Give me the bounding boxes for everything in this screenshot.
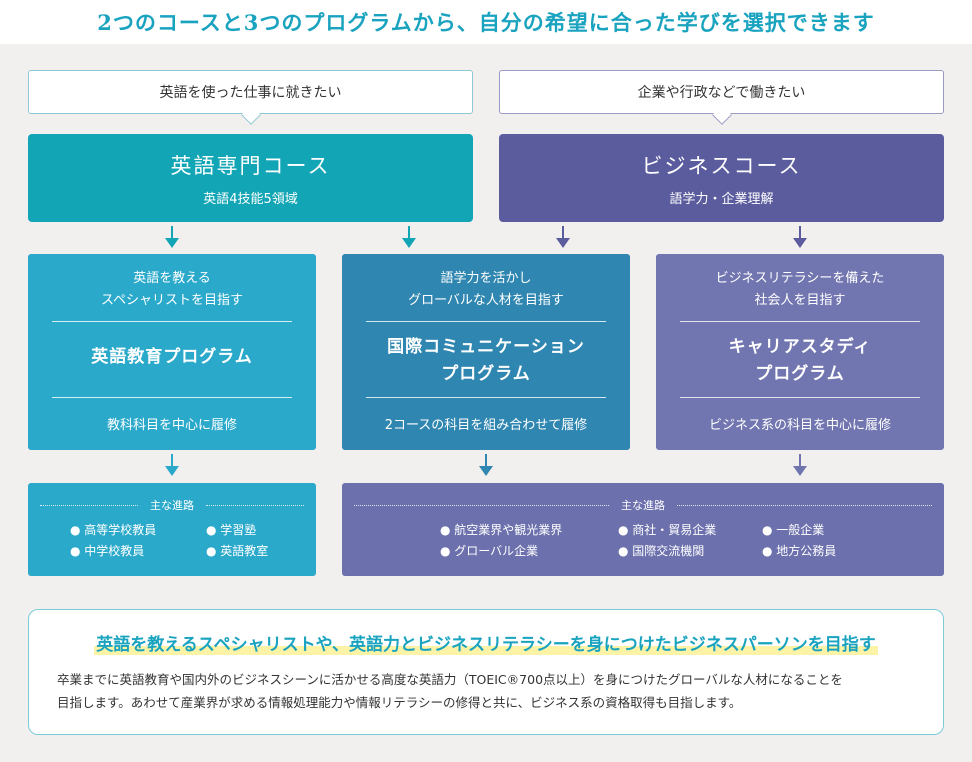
program-goal-line: 語学力を活かし: [440, 271, 532, 286]
program-description: ビジネス系の科目を中心に履修: [708, 418, 891, 433]
program-name-line: プログラム: [441, 364, 531, 384]
goal-bubble-english: 英語を使った仕事に就きたい: [28, 70, 473, 125]
summary-headline: 英語を教えるスペシャリストや、英語力とビジネスリテラシーを身につけたビジネスパー…: [29, 630, 943, 655]
goal-bubble-english-text: 英語を使った仕事に就きたい: [159, 85, 342, 101]
career-item: ● グローバル企業: [440, 544, 539, 558]
dotted-rule: [354, 504, 609, 506]
course-english-name: 英語専門コース: [170, 153, 331, 178]
divider: [680, 321, 920, 322]
program-goal-line: スペシャリストを目指す: [100, 293, 244, 308]
program-goal-line: グローバルな人材を目指す: [408, 293, 564, 308]
course-english: 英語専門コース 英語4技能5領域: [28, 134, 473, 222]
program-name-line: 国際コミュニケーション: [387, 337, 585, 357]
program-goal-line: 社会人を目指す: [754, 293, 846, 308]
program-description: 教科科目を中心に履修: [106, 418, 237, 433]
program-name: キャリアスタディ プログラム: [656, 334, 944, 388]
career-item: ● 一般企業: [762, 523, 825, 537]
program-goal-line: ビジネスリテラシーを備えた: [715, 271, 885, 286]
summary-headline-text: 英語を教えるスペシャリストや、英語力とビジネスリテラシーを身につけたビジネスパー…: [94, 635, 878, 655]
career-item: ● 地方公務員: [762, 544, 837, 558]
diagram-panel: 英語を使った仕事に就きたい 企業や行政などで働きたい 英語専門コース 英語4技能…: [0, 44, 972, 762]
course-business-name: ビジネスコース: [641, 153, 802, 178]
page-title: 2つのコースと3つのプログラムから、自分の希望に合った学びを選択できます: [97, 10, 875, 35]
arrow-down-icon: [165, 454, 179, 478]
career-heading-text: 主な進路: [621, 499, 665, 512]
summary-body-line: 卒業までに英語教育や国内外のビジネスシーンに活かせる高度な英語力（TOEIC®7…: [57, 672, 843, 687]
divider: [52, 321, 292, 322]
program-name-line: キャリアスタディ: [728, 337, 872, 357]
program-goal: 語学力を活かし グローバルな人材を目指す: [342, 268, 630, 312]
program-name-line: プログラム: [755, 364, 845, 384]
arrow-down-icon: [165, 226, 179, 250]
course-english-sub: 英語4技能5領域: [203, 191, 298, 207]
goal-bubble-business: 企業や行政などで働きたい: [499, 70, 944, 125]
career-item: ● 高等学校教員: [70, 523, 157, 537]
summary-body-line: 目指します。あわせて産業界が求める情報処理能力や情報リテラシーの修得と共に、ビジ…: [57, 695, 742, 710]
arrow-down-icon: [479, 454, 493, 478]
program-goal-line: 英語を教える: [133, 271, 211, 286]
summary-box: 英語を教えるスペシャリストや、英語力とビジネスリテラシーを身につけたビジネスパー…: [28, 609, 944, 735]
career-item: ● 航空業界や観光業界: [440, 523, 563, 537]
arrow-down-icon: [793, 454, 807, 478]
bubble-tail: [240, 105, 261, 125]
bubble-tail: [711, 105, 732, 125]
divider: [366, 397, 606, 398]
arrow-down-icon: [793, 226, 807, 250]
program-name: 英語教育プログラム: [91, 347, 253, 367]
career-item: ● 商社・貿易企業: [618, 523, 717, 537]
career-item: ● 英語教室: [206, 544, 269, 558]
program-name: 国際コミュニケーション プログラム: [342, 334, 630, 388]
dotted-rule: [40, 504, 138, 506]
arrow-down-icon: [556, 226, 570, 250]
career-heading-text: 主な進路: [150, 499, 194, 512]
dotted-rule: [206, 504, 304, 506]
course-business-sub: 語学力・企業理解: [669, 191, 774, 207]
career-heading: 主な進路: [342, 497, 944, 513]
program-english-education: 英語を教える スペシャリストを目指す 英語教育プログラム 教科科目を中心に履修: [28, 254, 316, 450]
career-paths-education: 主な進路 ● 高等学校教員 ● 学習塾 ● 中学校教員 ● 英語教室: [28, 483, 316, 576]
goal-bubble-business-text: 企業や行政などで働きたい: [637, 85, 806, 101]
career-heading: 主な進路: [28, 497, 316, 513]
career-item: ● 国際交流機関: [618, 544, 705, 558]
program-description: 2コースの科目を組み合わせて履修: [384, 418, 588, 433]
course-business: ビジネスコース 語学力・企業理解: [499, 134, 944, 222]
divider: [52, 397, 292, 398]
program-career-study: ビジネスリテラシーを備えた 社会人を目指す キャリアスタディ プログラム ビジネ…: [656, 254, 944, 450]
career-item: ● 学習塾: [206, 523, 257, 537]
program-goal: ビジネスリテラシーを備えた 社会人を目指す: [656, 268, 944, 312]
dotted-rule: [677, 504, 932, 506]
program-international-communication: 語学力を活かし グローバルな人材を目指す 国際コミュニケーション プログラム 2…: [342, 254, 630, 450]
program-goal: 英語を教える スペシャリストを目指す: [28, 268, 316, 312]
career-item: ● 中学校教員: [70, 544, 145, 558]
arrow-down-icon: [402, 226, 416, 250]
divider: [680, 397, 920, 398]
divider: [366, 321, 606, 322]
summary-body: 卒業までに英語教育や国内外のビジネスシーンに活かせる高度な英語力（TOEIC®7…: [57, 668, 921, 714]
career-paths-business: 主な進路 ● 航空業界や観光業界 ● 商社・貿易企業 ● 一般企業 ● グローバ…: [342, 483, 944, 576]
